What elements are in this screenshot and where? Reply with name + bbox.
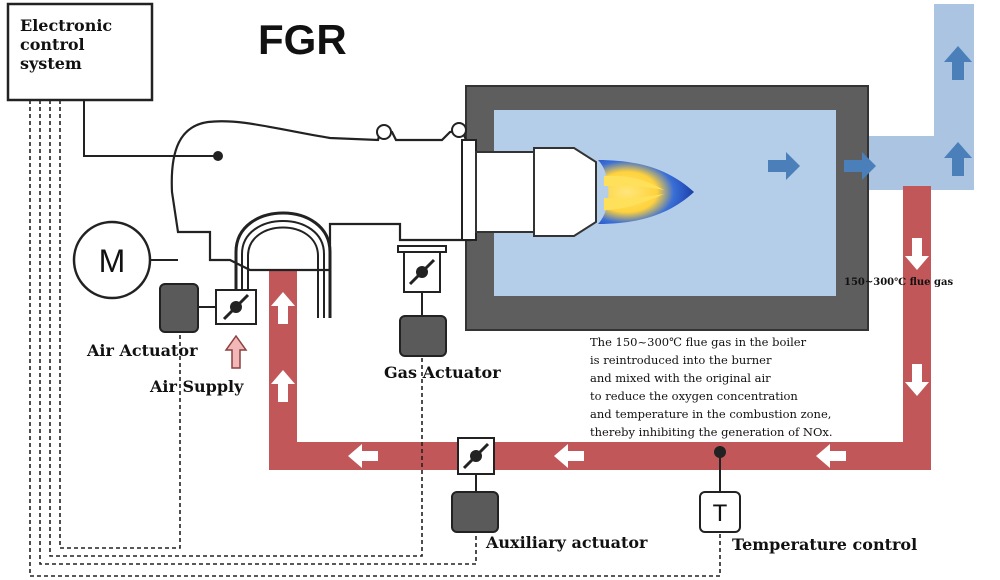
control-system-label-line1: Electronic [20,16,112,35]
description-line: thereby inhibiting the generation of NOx… [590,425,833,439]
recirculation-duct [269,186,931,470]
control-system-label-line3: system [20,54,82,73]
air-supply-arrow [224,334,248,369]
burner-nozzle [461,139,597,241]
air-supply-label: Air Supply [149,377,244,396]
recirc-arrow-left-2 [554,444,584,468]
mixing-collar [234,211,332,318]
gas-actuator-box [399,315,447,357]
recirculation-arrows [271,238,929,468]
air-actuator-label: Air Actuator [86,341,198,360]
flow-arrow-up-1 [944,46,972,80]
description-line: and temperature in the combustion zone, [590,407,831,421]
temperature-control-label: Temperature control [732,535,917,554]
recirc-arrow-left-3 [348,444,378,468]
signal-line-gas-actuator [49,100,423,557]
description-line: The 150~300℃ flue gas in the boiler [590,335,807,349]
auxiliary-damper [457,437,495,492]
pump-knob [376,124,392,140]
temperature-sensor-symbol: T [713,500,728,527]
signal-lines [29,100,721,577]
control-link-burner-dot [213,151,223,161]
gas-damper [397,245,447,316]
electronic-control-system-box [6,2,154,102]
flow-arrow-right-2 [844,152,876,180]
recirc-arrow-up-1 [271,370,295,402]
flue-gas-flow-arrows [768,46,972,180]
gas-actuator-label: Gas Actuator [384,363,501,382]
description-line: and mixed with the original air [590,371,771,385]
motor-symbol: M [99,243,126,279]
temperature-sensor [699,446,741,533]
description-text: The 150~300℃ flue gas in the boiler is r… [590,335,833,439]
signal-line-auxiliary [39,100,477,565]
air-actuator-box [159,283,199,333]
air-damper [215,289,257,325]
auxiliary-actuator-box [451,491,499,533]
flow-arrow-up-2 [944,142,972,176]
description-line: is reintroduced into the burner [590,353,772,367]
signal-line-air-actuator [59,100,181,549]
description-line: to reduce the oxygen concentration [590,389,798,403]
burner-body [170,120,472,272]
recirc-arrow-down-2 [905,364,929,396]
pump-knob-2 [451,122,467,138]
diagram-title: FGR [258,16,347,63]
recirc-arrow-down-1 [905,238,929,270]
recirc-arrow-left-1 [816,444,846,468]
signal-line-temperature [29,100,721,577]
auxiliary-actuator-label: Auxiliary actuator [485,533,648,552]
control-link-burner [83,100,218,157]
flow-arrow-right-1 [768,152,800,180]
flame [598,160,694,224]
flue-gas-label: 150~300℃ flue gas [844,277,953,288]
control-system-label-line2: control [20,35,85,54]
recirc-arrow-up-2 [271,292,295,324]
